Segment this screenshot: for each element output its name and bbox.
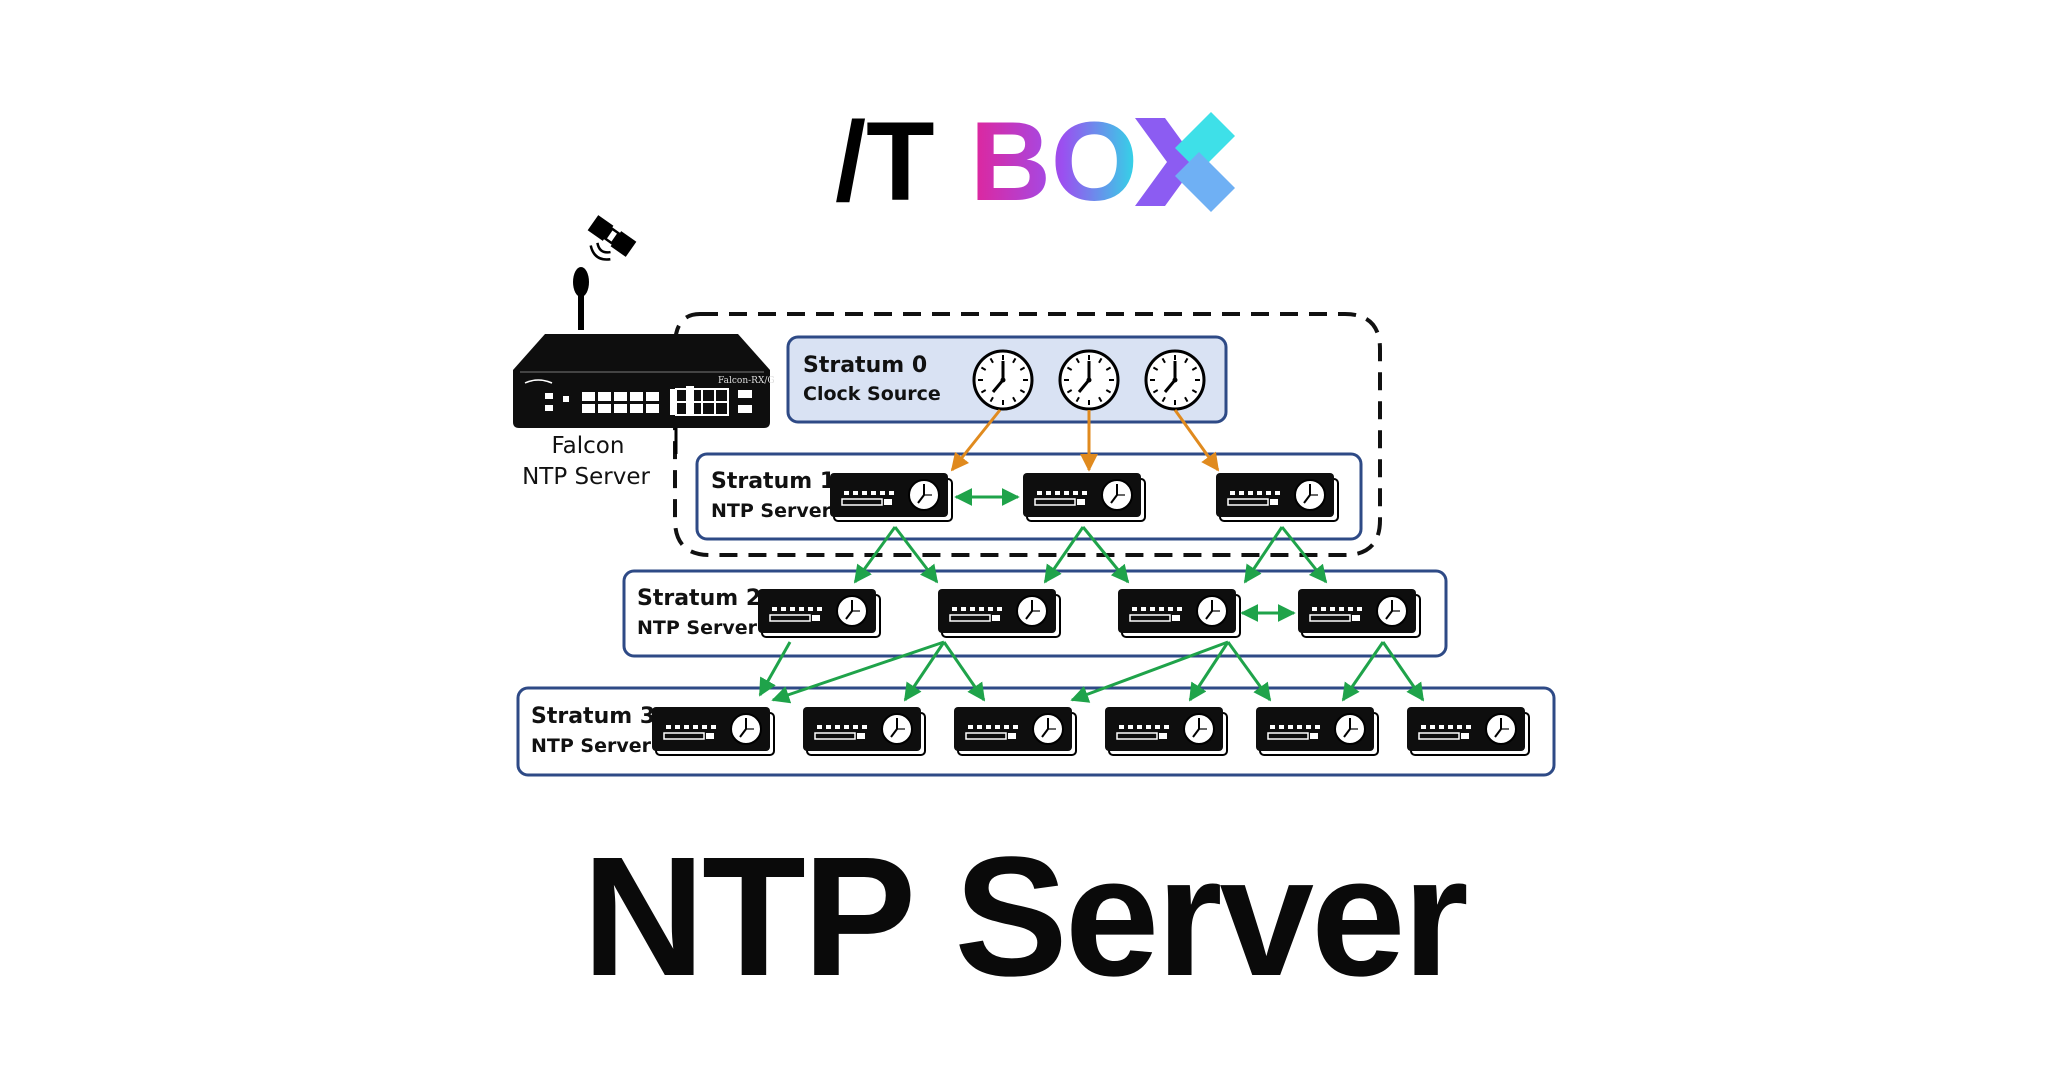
logo-x-mark-icon — [1135, 112, 1235, 212]
stratum-1-title: Stratum 1 — [711, 469, 835, 494]
falcon-label-line1: Falcon — [552, 433, 625, 459]
logo-word: BO — [970, 112, 1138, 212]
stratum-1-subtitle: NTP Server — [711, 500, 832, 522]
satellite-icon — [587, 215, 637, 261]
stratum-2-title: Stratum 2 — [637, 586, 761, 611]
antenna-icon — [573, 267, 589, 330]
server-icon — [1117, 588, 1241, 638]
clock-icon — [1144, 349, 1206, 411]
server-icon — [757, 588, 881, 638]
falcon-model-label: Falcon-RX/G — [718, 376, 775, 386]
green-arrows — [758, 488, 1425, 704]
stratum-3-title: Stratum 3 — [531, 704, 655, 729]
logo-prefix: /T — [835, 112, 935, 212]
server-icon — [1022, 472, 1146, 522]
server-icon — [1297, 588, 1421, 638]
stratum-0-title: Stratum 0 — [803, 353, 927, 378]
server-icon — [1255, 706, 1379, 756]
stratum-2-subtitle: NTP Server — [637, 617, 758, 639]
server-icon — [953, 706, 1077, 756]
page-title: NTP Server — [582, 822, 1469, 1012]
server-icon — [1215, 472, 1339, 522]
falcon-label-line2: NTP Server — [522, 464, 650, 490]
server-icon — [802, 706, 926, 756]
clock-icon — [972, 349, 1034, 411]
server-icon — [829, 472, 953, 522]
server-icon — [1406, 706, 1530, 756]
falcon-ntp-device: Falcon-RX/G — [513, 215, 775, 454]
clock-icon — [1058, 349, 1120, 411]
server-icon — [937, 588, 1061, 638]
itbox-logo: /T BO — [835, 112, 1235, 212]
stratum-0-subtitle: Clock Source — [803, 383, 941, 405]
orange-arrows — [950, 409, 1220, 472]
stratum-3-subtitle: NTP Server — [531, 735, 652, 757]
server-icon — [651, 706, 775, 756]
server-icon — [1104, 706, 1228, 756]
